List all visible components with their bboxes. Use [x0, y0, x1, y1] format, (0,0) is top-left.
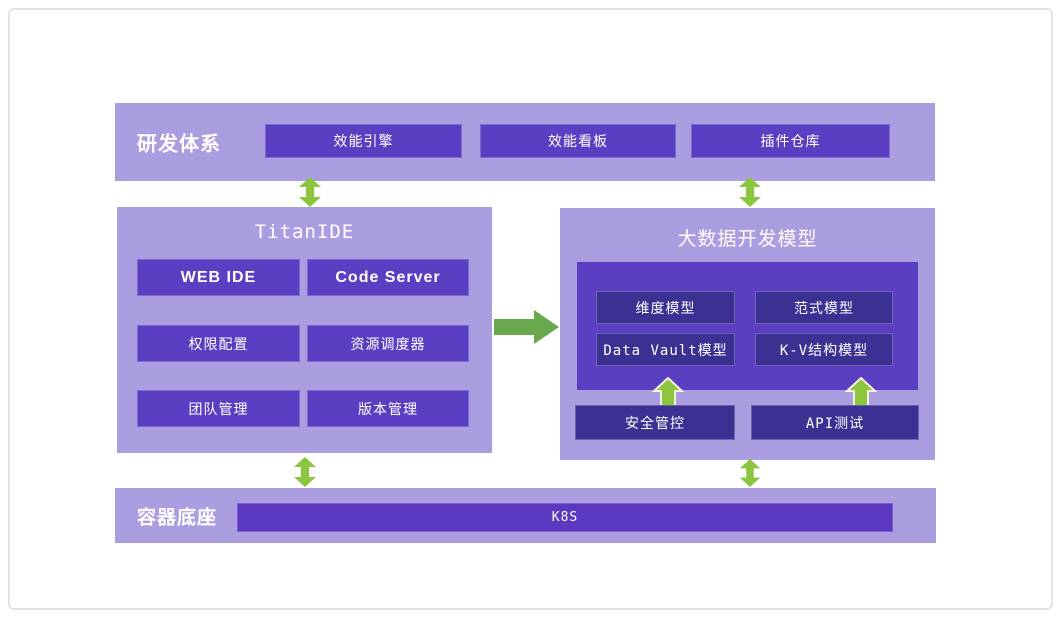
double-arrow-icon — [737, 459, 763, 487]
button-paradigm-model: 范式模型 — [755, 291, 893, 324]
button-resource-scheduler: 资源调度器 — [307, 325, 469, 362]
button-team-management: 团队管理 — [137, 390, 300, 427]
button-efficiency-board: 效能看板 — [480, 124, 676, 158]
double-arrow-icon — [297, 177, 323, 207]
button-plugin-repo: 插件仓库 — [691, 124, 890, 158]
titan-ide-title: TitanIDE — [254, 221, 355, 243]
container-base-band: 容器底座 K8S — [115, 488, 936, 543]
button-kv-structure-model: K-V结构模型 — [755, 333, 893, 366]
button-dimension-model: 维度模型 — [596, 291, 735, 324]
button-code-server: Code Server — [307, 259, 469, 296]
double-arrow-icon — [737, 177, 763, 207]
titan-ide-panel: TitanIDE WEB IDE Code Server 权限配置 资源调度器 … — [117, 207, 492, 453]
rd-system-band: 研发体系 效能引擎 效能看板 插件仓库 — [115, 103, 935, 181]
button-api-test: API测试 — [751, 405, 919, 440]
button-permission-config: 权限配置 — [137, 325, 300, 362]
right-arrow-icon — [494, 309, 560, 345]
button-efficiency-engine: 效能引擎 — [265, 124, 462, 158]
button-web-ide: WEB IDE — [137, 259, 300, 296]
button-security-control: 安全管控 — [575, 405, 735, 440]
bigdata-model-inner-box: 维度模型 范式模型 Data Vault模型 K-V结构模型 — [577, 262, 918, 390]
bigdata-model-panel: 大数据开发模型 维度模型 范式模型 Data Vault模型 K-V结构模型 安… — [560, 208, 935, 460]
double-arrow-icon — [292, 457, 318, 487]
button-data-vault-model: Data Vault模型 — [596, 333, 735, 366]
rd-system-label: 研发体系 — [137, 133, 221, 156]
k8s-bar: K8S — [237, 503, 893, 532]
container-base-label: 容器底座 — [137, 506, 218, 528]
button-version-management: 版本管理 — [307, 390, 469, 427]
bigdata-model-title: 大数据开发模型 — [677, 228, 818, 250]
